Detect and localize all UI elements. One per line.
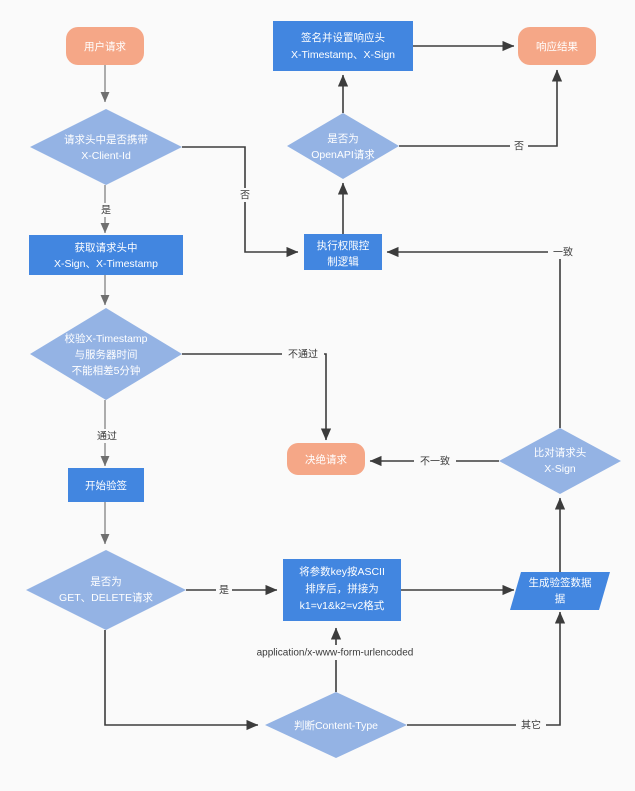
edge-label-timestamp-pass: 通过 [97, 430, 117, 443]
node-compare-sign[interactable]: 比对请求头 X-Sign [499, 428, 621, 494]
edge-label-timestamp-fail: 不通过 [288, 348, 318, 361]
edge-openapi-no [399, 69, 563, 147]
edge-label-bg-content-type-other [516, 718, 546, 732]
edge-label-content-type-other: 其它 [521, 719, 541, 732]
edge-label-bg-yes-client-id [97, 203, 115, 217]
edge-sign-match [386, 246, 561, 428]
edge-label-bg-timestamp-pass [93, 429, 121, 443]
edge-label-yes-client-id: 是 [101, 205, 111, 217]
node-get-headers[interactable]: 获取请求头中 X-Sign、X-Timestamp [29, 235, 183, 275]
node-response-result[interactable]: 响应结果 [518, 27, 596, 65]
edge-content-type-other [407, 611, 566, 726]
edges-layer: 是 否 不通过 通过 是 ap [93, 40, 578, 732]
node-user-request[interactable]: 用户请求 [66, 27, 144, 65]
edge-label-openapi-no: 否 [514, 141, 524, 153]
node-timestamp-check[interactable]: 校验X-Timestamp 与服务器时间 不能相差5分钟 [30, 308, 182, 400]
edge-timestamp-fail [182, 353, 332, 441]
node-reject-request[interactable]: 决绝请求 [287, 443, 365, 475]
node-start-verify[interactable]: 开始验签 [68, 468, 144, 502]
edge-label-bg-sign-match [548, 245, 578, 259]
edge-label-bg-method-yes [216, 583, 232, 597]
edge-label-bg-timestamp-fail [282, 347, 324, 361]
node-client-id-check[interactable]: 请求头中是否携带 X-Client-Id [30, 109, 182, 185]
node-method-check[interactable]: 是否为 GET、DELETE请求 [26, 550, 186, 630]
edge-label-no-client-id: 否 [240, 190, 250, 202]
edge-method-no-to-content-type [104, 630, 259, 731]
edge-label-bg-no-client-id [236, 188, 254, 202]
node-sign-response-header[interactable]: 签名并设置响应头 X-Timestamp、X-Sign [273, 21, 413, 71]
node-openapi-check[interactable]: 是否为 OpenAPI请求 [287, 113, 399, 179]
edge-label-bg-openapi-no [510, 139, 528, 153]
edge-label-bg-sign-mismatch [414, 454, 456, 468]
node-content-type-check[interactable]: 判断Content-Type [265, 692, 407, 758]
edge-label-content-type-form: application/x-www-form-urlencoded [257, 648, 414, 659]
edge-label-sign-match: 一致 [553, 246, 573, 259]
node-generate-sign-data[interactable]: 生成验签数据 据 [510, 572, 610, 610]
edge-label-sign-mismatch: 不一致 [420, 455, 450, 468]
node-auth-control-logic[interactable]: 执行权限控 制逻辑 [304, 234, 382, 270]
edge-label-bg-content-type-form [231, 645, 439, 660]
node-ascii-sort[interactable]: 将参数key按ASCII 排序后，拼接为 k1=v1&k2=v2格式 [283, 559, 401, 621]
edge-label-method-yes: 是 [219, 585, 229, 597]
